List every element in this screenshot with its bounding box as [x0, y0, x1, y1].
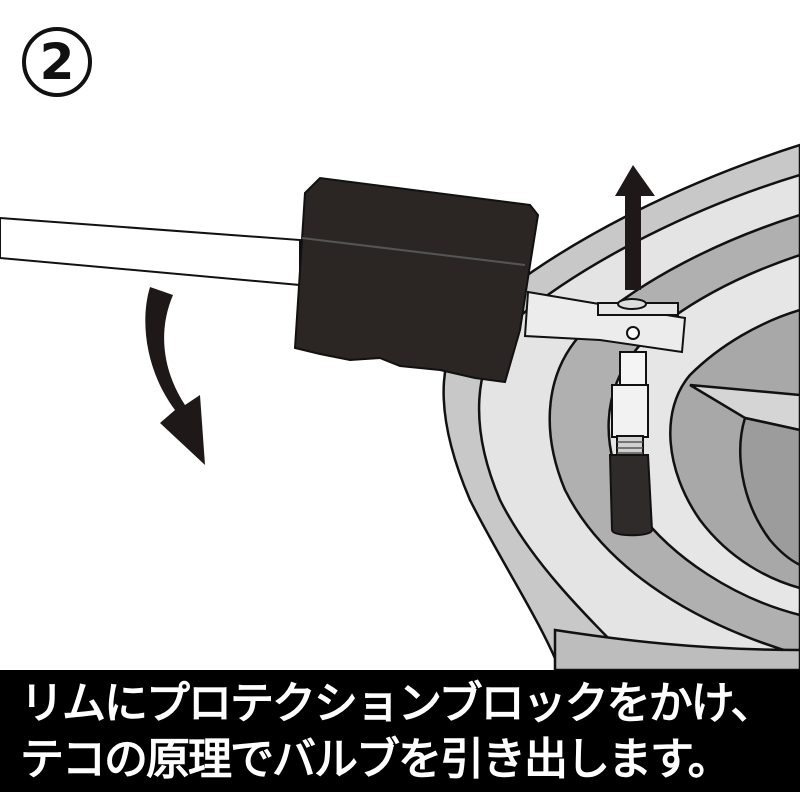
up-arrow — [615, 165, 655, 290]
protection-block — [293, 176, 540, 384]
lever-bar — [0, 216, 301, 287]
caption-line-2: テコの原理でバルブを引き出します。 — [20, 734, 732, 785]
step-number: 2 — [39, 33, 75, 91]
down-curved-arrow — [145, 287, 205, 465]
valve-stem-thread — [616, 435, 644, 457]
caption-banner: リムにプロテクションブロックをかけ、 テコの原理でバルブを引き出します。 — [0, 670, 800, 792]
valve-puller-tool — [523, 290, 687, 537]
step-number-badge: 2 — [22, 27, 92, 97]
caption-line-1: リムにプロテクションブロックをかけ、 — [20, 678, 774, 729]
